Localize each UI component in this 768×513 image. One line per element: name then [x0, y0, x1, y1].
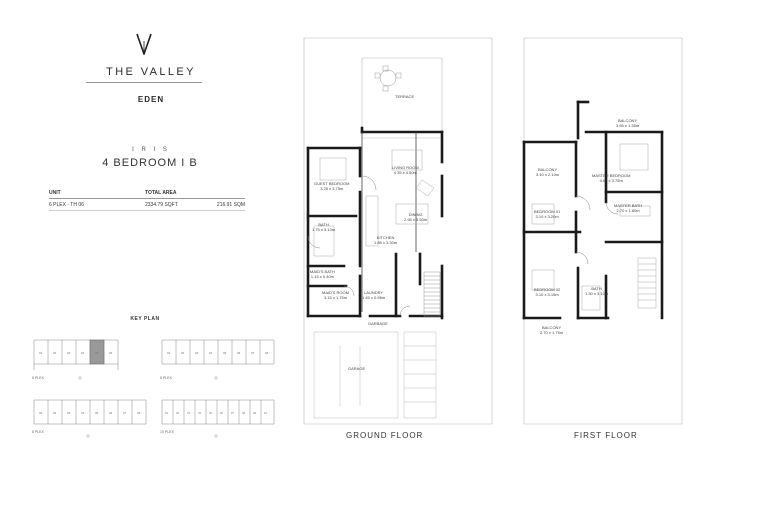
svg-text:04: 04: [81, 351, 85, 355]
svg-text:05: 05: [223, 351, 227, 355]
key-plan-8plex: 01 02 03 04 05 06 07 08: [33, 399, 147, 438]
room-maids-bath: MAID'S BATH 1.15 x 0.40m: [310, 269, 335, 279]
svg-text:04: 04: [198, 411, 201, 415]
col-unit-header: UNIT: [49, 190, 61, 196]
svg-text:03: 03: [195, 351, 199, 355]
svg-text:07: 07: [251, 351, 255, 355]
svg-text:03: 03: [67, 411, 71, 415]
key-plan-label: 6 PLEX: [32, 376, 44, 380]
room-living-room: LIVING ROOM 4.35 x 4.50m: [392, 165, 419, 175]
ground-floor-plan: [303, 37, 493, 425]
svg-text:05: 05: [209, 411, 212, 415]
key-plan-10plex: 01 02 03 04 05 06 07 08 09 10: [161, 399, 275, 438]
room-balcony-master: BALCONY 3.65 x 1.35m: [616, 118, 640, 128]
svg-text:01: 01: [39, 351, 43, 355]
svg-text:02: 02: [181, 351, 185, 355]
svg-text:02: 02: [53, 351, 57, 355]
room-balcony-bedroom2: BALCONY 2.70 x 1.75m: [540, 325, 564, 335]
room-garage: GARAGE: [348, 366, 366, 371]
room-kitchen: KITCHEN 1.85 x 3.30m: [374, 235, 398, 245]
svg-text:06: 06: [109, 411, 113, 415]
area-sqft: 2334.79 SQFT: [145, 202, 178, 208]
svg-text:05: 05: [95, 411, 99, 415]
svg-text:05: 05: [95, 351, 99, 355]
unit-info-table: UNIT TOTAL AREA 6 PLEX - TH 06 2334.79 S…: [49, 190, 245, 211]
sub-brand: EDEN: [137, 95, 165, 104]
svg-text:06: 06: [109, 351, 113, 355]
key-plan-6plex-b: 01 02 03 04 05 06 07 08: [161, 339, 275, 380]
room-guest-bedroom: GUEST BEDROOM 3.25 x 3.75m: [314, 181, 350, 191]
svg-text:03: 03: [67, 351, 71, 355]
svg-text:04: 04: [81, 411, 85, 415]
svg-text:01: 01: [165, 411, 168, 415]
room-garbage: GARBAGE: [368, 321, 388, 326]
svg-text:01: 01: [167, 351, 171, 355]
info-table-header: UNIT TOTAL AREA: [49, 190, 245, 199]
key-plan-6plex-a: 01 02 03 04 05 06: [33, 339, 119, 380]
brand-name: THE VALLEY: [106, 66, 196, 78]
svg-text:02: 02: [53, 411, 57, 415]
key-plan-label: 10 PLEX: [160, 430, 174, 434]
dining-set-icon: [374, 65, 402, 92]
svg-text:01: 01: [39, 411, 43, 415]
unit-value: 6 PLEX - TH 06: [49, 202, 84, 208]
room-master-bath: MASTER BATH 2.70 x 1.80m: [614, 203, 643, 213]
room-bath: BATH 1.75 x 3.10m: [312, 222, 336, 232]
svg-text:04: 04: [209, 351, 213, 355]
ground-floor-label: GROUND FLOOR: [346, 431, 424, 440]
room-bedroom-01: BEDROOM 01 3.10 x 3.20m: [534, 209, 561, 219]
key-plan-label: 6 PLEX: [160, 376, 172, 380]
valley-logo-icon: [136, 33, 152, 55]
svg-text:09: 09: [253, 411, 256, 415]
collection-name: I R I S: [132, 147, 170, 153]
svg-text:02: 02: [176, 411, 179, 415]
svg-text:08: 08: [242, 411, 245, 415]
area-sqm: 216.91 SQM: [216, 202, 245, 208]
first-floor-label: FIRST FLOOR: [574, 431, 638, 440]
brand-divider: [86, 82, 202, 83]
svg-text:03: 03: [187, 411, 190, 415]
key-plan-title: KEY PLAN: [130, 316, 160, 322]
room-dining: DINING 2.95 x 3.50m: [404, 212, 428, 222]
room-balcony-bedroom1: BALCONY 3.10 x 2.10m: [536, 167, 560, 177]
svg-text:07: 07: [231, 411, 234, 415]
svg-text:07: 07: [123, 411, 127, 415]
room-master-bedroom: MASTER BEDROOM 4.60 x 3.75m: [592, 173, 631, 183]
first-floor-plan: [522, 37, 683, 425]
room-terrace: TERRACE: [395, 94, 415, 99]
svg-text:08: 08: [265, 351, 269, 355]
room-laundry: LAUNDRY 1.45 x 0.95m: [362, 290, 386, 300]
room-maids-room: MAID'S ROOM 3.15 x 1.75m: [322, 290, 349, 300]
key-plan-label: 8 PLEX: [32, 430, 44, 434]
unit-type-title: 4 BEDROOM I B: [102, 157, 198, 169]
info-table-row: 6 PLEX - TH 06 2334.79 SQFT 216.91 SQM: [49, 199, 245, 211]
svg-text:10: 10: [264, 411, 267, 415]
col-area-header: TOTAL AREA: [145, 190, 177, 196]
svg-text:06: 06: [220, 411, 223, 415]
svg-text:06: 06: [237, 351, 241, 355]
room-bath-first: BATH 1.30 x 3.10m: [585, 286, 609, 296]
svg-text:08: 08: [137, 411, 141, 415]
room-bedroom-02: BEDROOM 02 3.10 x 3.15m: [534, 287, 561, 297]
